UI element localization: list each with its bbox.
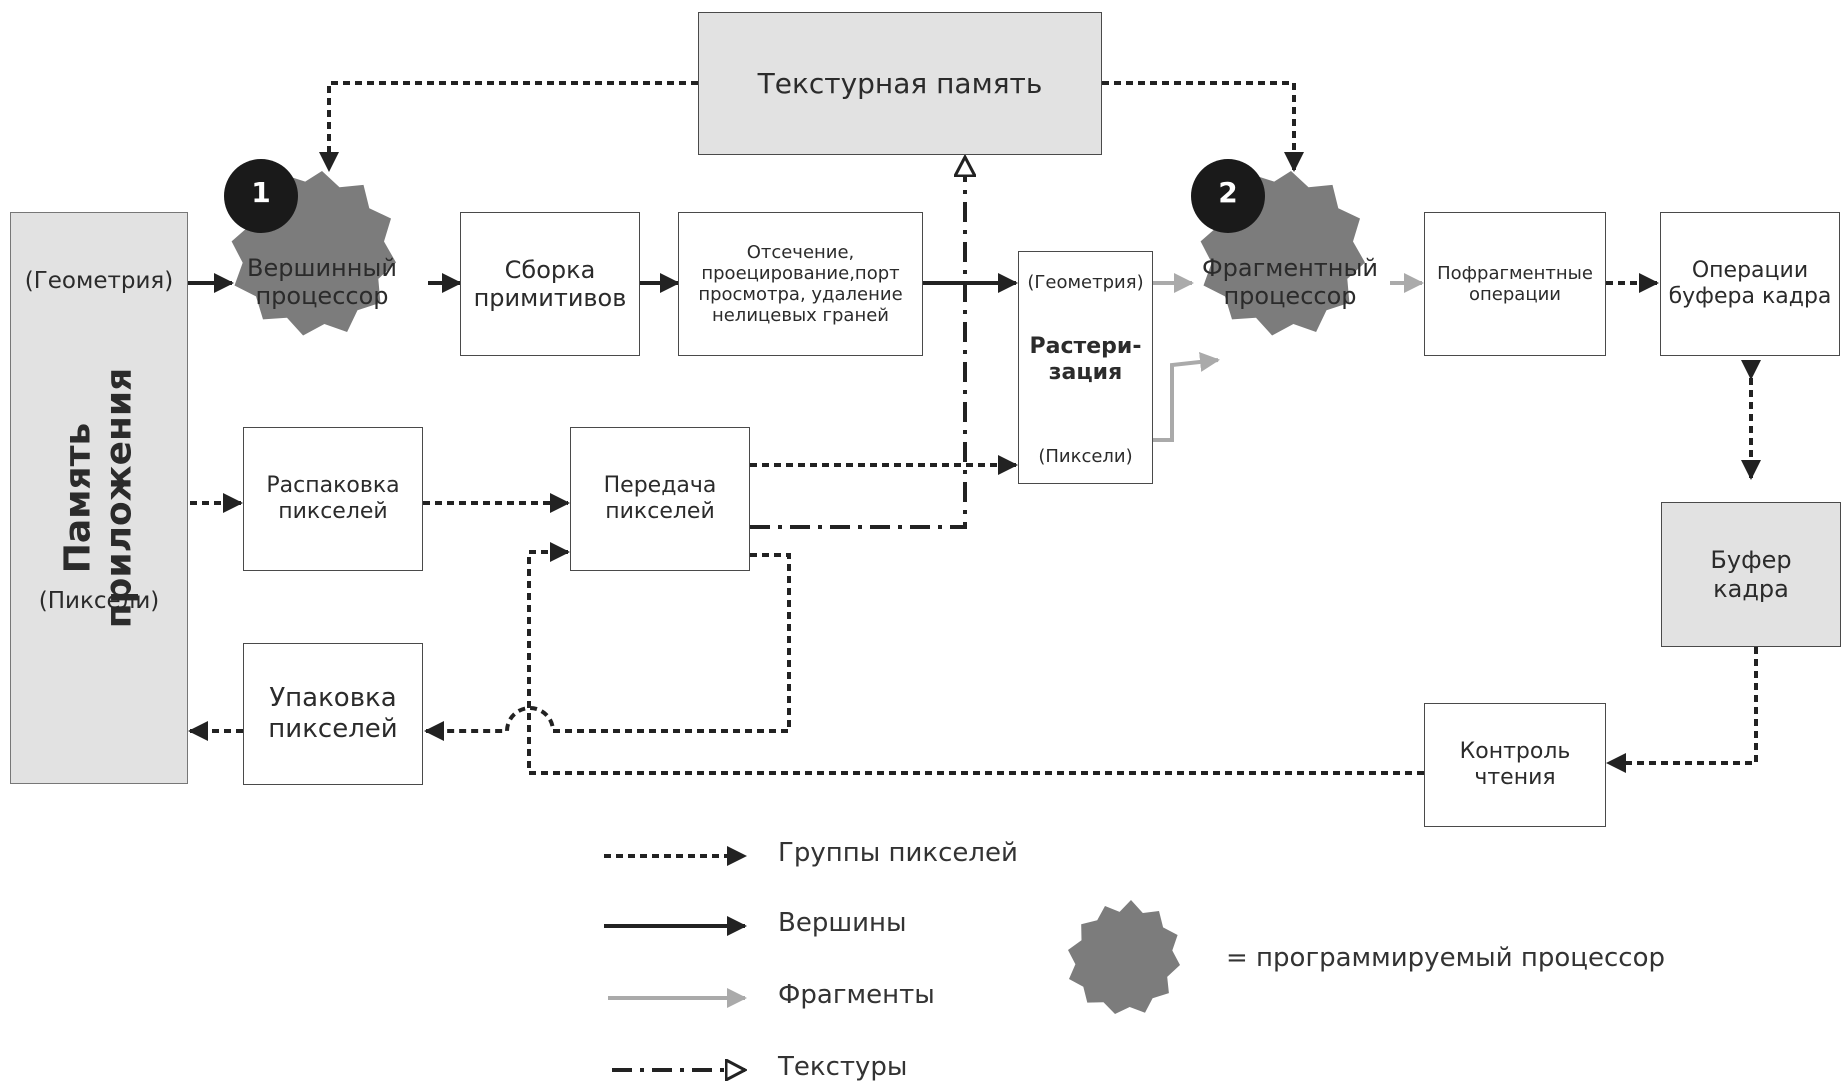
texture-memory-box: Текстурная память [698, 12, 1102, 155]
app-memory-box [10, 212, 188, 784]
texture-to-vertex-line [319, 81, 698, 172]
rasterization-geometry-label: (Геометрия) [1027, 272, 1144, 293]
pixel-transfer-box: Передача пикселей [570, 427, 750, 571]
legend-star-icon [1068, 900, 1180, 1014]
app-memory-geometry-label: (Геометрия) [24, 268, 174, 294]
vertex-processor-label: Вершинный процессор [247, 254, 397, 311]
legend-programmable-label: = программируемый процессор [1226, 943, 1665, 973]
clipping-label: Отсечение, проецирование,порт просмотра,… [698, 241, 903, 327]
raster-to-fragment-line-2 [1153, 352, 1220, 442]
legend-pixel-groups-label: Группы пикселей [778, 838, 1018, 868]
framebuffer-box: Буфер кадра [1661, 502, 1841, 647]
app-memory-title: Память приложения [57, 367, 140, 629]
rasterization-box [1018, 251, 1153, 484]
rasterization-title: Растери- зация [1029, 334, 1142, 385]
fragment-badge-circle [1191, 159, 1265, 233]
primitive-assembly-box: Сборка примитивов [460, 212, 640, 356]
readctrl-to-transfer-line [527, 542, 1424, 775]
transfer-to-texture-line [750, 157, 965, 529]
per-fragment-ops-box: Пофрагментные операции [1424, 212, 1606, 356]
vertex-badge-circle [224, 159, 298, 233]
framebuffer-label: Буфер кадра [1710, 546, 1792, 603]
pixel-pack-box: Упаковка пикселей [243, 643, 423, 785]
pixel-unpack-label: Распаковка пикселей [266, 473, 400, 524]
texture-to-fragment-line [1102, 81, 1304, 172]
fragment-badge: 2 [1218, 176, 1238, 209]
clipping-box: Отсечение, проецирование,порт просмотра,… [678, 212, 923, 356]
fragment-processor-label: Фрагментный процессор [1202, 254, 1378, 311]
legend-textures-label: Текстуры [778, 1052, 908, 1082]
rasterization-pixels-label: (Пиксели) [1038, 446, 1133, 467]
legend-vertices-label: Вершины [778, 908, 907, 938]
per-fragment-ops-label: Пофрагментные операции [1437, 262, 1593, 305]
primitive-assembly-label: Сборка примитивов [473, 255, 627, 312]
legend-fragments-label: Фрагменты [778, 980, 935, 1010]
pixel-transfer-label: Передача пикселей [603, 473, 717, 524]
read-control-box: Контроль чтения [1424, 703, 1606, 827]
framebuffer-ops-label: Операции буфера кадра [1668, 258, 1832, 309]
fb-to-readctrl-line [1606, 647, 1758, 773]
framebuffer-ops-box: Операции буфера кадра [1660, 212, 1840, 356]
pixel-pack-label: Упаковка пикселей [268, 683, 398, 744]
read-control-label: Контроль чтения [1459, 739, 1571, 790]
pixel-unpack-box: Распаковка пикселей [243, 427, 423, 571]
vertex-badge: 1 [251, 176, 271, 209]
texture-memory-label: Текстурная память [757, 66, 1043, 100]
app-memory-pixels-label: (Пиксели) [38, 588, 160, 614]
transfer-to-pack-line [424, 553, 791, 741]
